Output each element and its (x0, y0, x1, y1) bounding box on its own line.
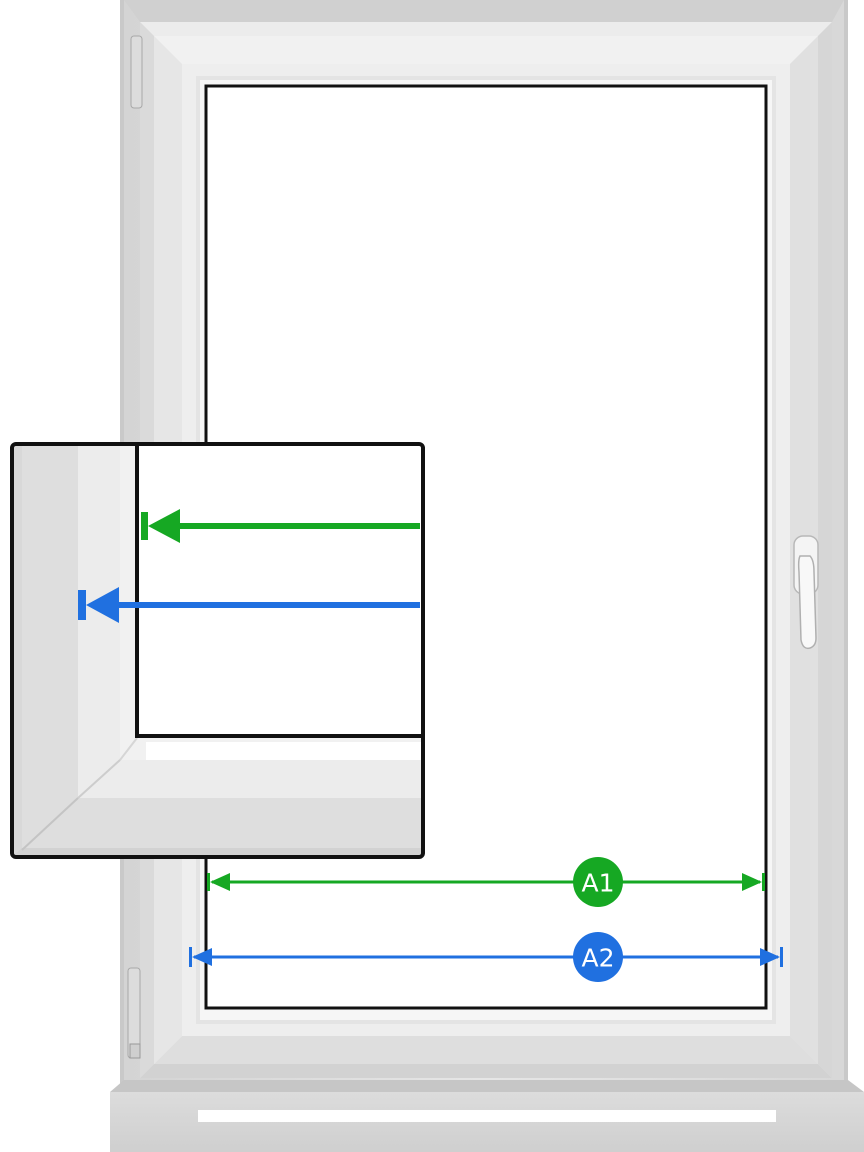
inset-arrow-a2 (78, 587, 420, 623)
zoom-detail-inset (12, 444, 423, 857)
hinge-bottom (127, 967, 141, 1059)
hinge-top (130, 35, 143, 109)
zoom-inset-border (10, 442, 425, 859)
window-sill (110, 1080, 864, 1152)
a2-label: A2 (581, 944, 614, 973)
inset-arrow-a1 (141, 509, 420, 543)
window-handle (793, 535, 819, 650)
a1-label: A1 (581, 869, 614, 898)
a2-badge (573, 932, 623, 982)
a1-badge (573, 857, 623, 907)
measurement-a2: A2 (189, 932, 783, 982)
measurement-a1: A1 (207, 857, 765, 907)
